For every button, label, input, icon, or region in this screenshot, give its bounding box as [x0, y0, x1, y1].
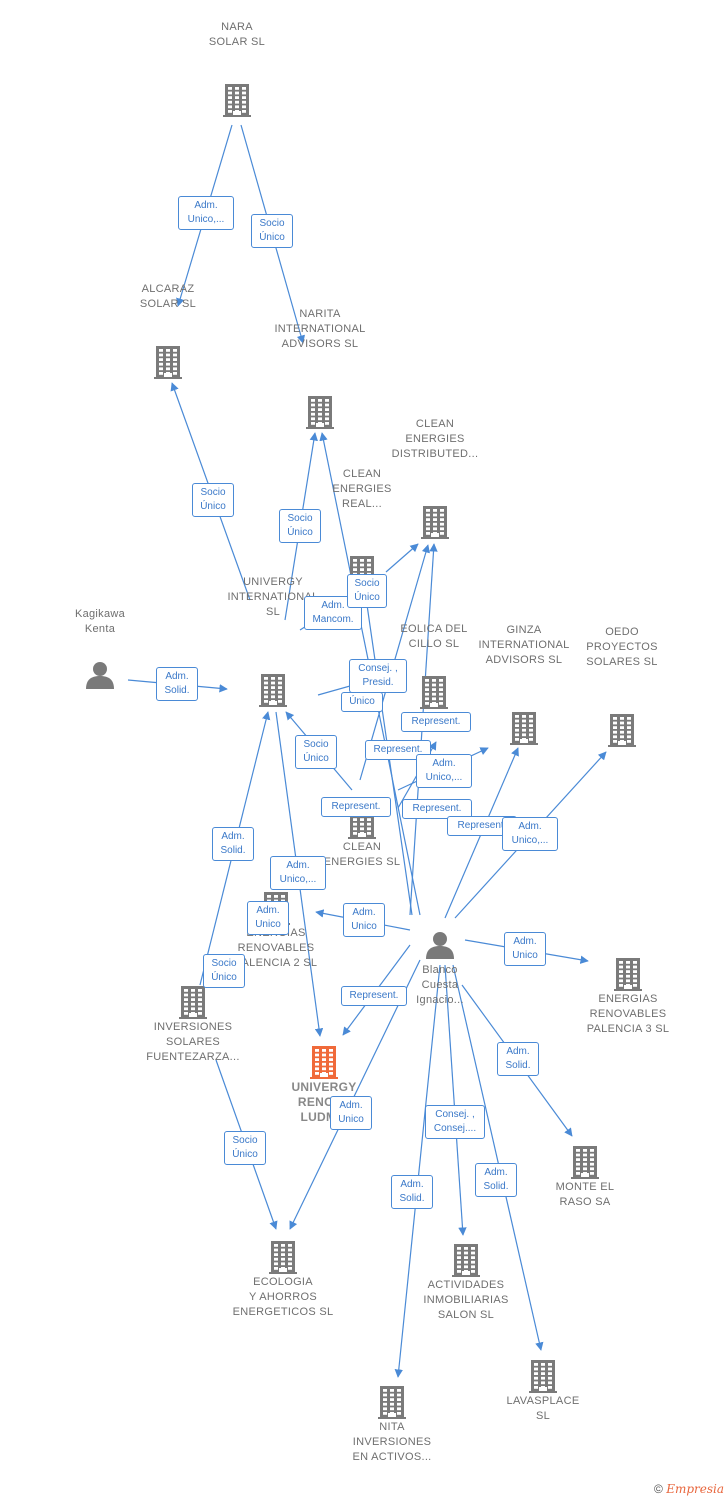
empresia-logo: Empresia [666, 1482, 724, 1496]
relation-label[interactable]: Socio Único [203, 954, 245, 988]
node-label: UNIVERGY INTERNATIONAL SL [227, 576, 319, 618]
node-energias-p3[interactable]: ENERGIAS RENOVABLES PALENCIA 3 SL [563, 992, 693, 1037]
building-icon[interactable] [258, 672, 288, 713]
node-label: ALCARAZ SOLAR SL [139, 283, 197, 310]
building-icon[interactable] [153, 344, 183, 385]
building-icon[interactable] [607, 712, 637, 753]
node-label: NARITA INTERNATIONAL ADVISORS SL [274, 308, 366, 350]
building-icon[interactable] [419, 674, 449, 715]
node-label: Blanco Cuesta Ignacio... [416, 964, 464, 1006]
node-label: LAVASPLACE SL [506, 1395, 580, 1422]
building-icon[interactable] [613, 956, 643, 997]
node-ginza[interactable]: GINZA INTERNATIONAL ADVISORS SL [459, 623, 589, 668]
relation-label[interactable]: Represent. [401, 712, 471, 732]
footer-brand[interactable]: © Empresia [654, 1482, 724, 1496]
relation-label[interactable]: Consej. , Consej.... [425, 1105, 485, 1139]
node-label: ENERGIAS RENOVABLES PALENCIA 3 SL [586, 993, 670, 1035]
node-label: CLEAN ENERGIES REAL... [332, 468, 392, 510]
building-icon[interactable] [570, 1144, 600, 1185]
building-icon[interactable] [451, 1242, 481, 1283]
relation-label[interactable]: Adm. Solid. [475, 1163, 517, 1197]
relation-label[interactable]: Único [341, 692, 383, 712]
relation-label[interactable]: Adm. Solid. [156, 667, 198, 701]
node-kagikawa[interactable]: Kagikawa Kenta [35, 607, 165, 637]
building-icon[interactable] [222, 82, 252, 123]
relation-label[interactable]: Socio Único [251, 214, 293, 248]
node-eolica[interactable]: EOLICA DEL CILLO SL [369, 622, 499, 652]
relation-label[interactable]: Adm. Unico,... [178, 196, 234, 230]
node-label: NARA SOLAR SL [208, 21, 266, 48]
relation-label[interactable]: Socio Único [295, 735, 337, 769]
relation-label[interactable]: Adm. Unico,... [416, 754, 472, 788]
building-icon[interactable] [377, 1384, 407, 1425]
relation-edge [385, 543, 419, 573]
relation-label[interactable]: Consej. , Presid. [349, 659, 407, 693]
node-actividades[interactable]: ACTIVIDADES INMOBILIARIAS SALON SL [401, 1278, 531, 1323]
node-narita[interactable]: NARITA INTERNATIONAL ADVISORS SL [255, 307, 385, 352]
building-icon[interactable] [528, 1358, 558, 1399]
relation-label[interactable]: Represent. [365, 740, 431, 760]
node-oedo[interactable]: OEDO PROYECTOS SOLARES SL [557, 625, 687, 670]
node-label: ECOLOGIA Y AHORROS ENERGETICOS SL [232, 1276, 334, 1318]
node-nita[interactable]: NITA INVERSIONES EN ACTIVOS... [327, 1420, 457, 1465]
relation-label[interactable]: Represent. [402, 799, 472, 819]
node-ecologia[interactable]: ECOLOGIA Y AHORROS ENERGETICOS SL [218, 1275, 348, 1320]
relation-label[interactable]: Represent. [447, 816, 517, 836]
relation-label[interactable]: Represent. [321, 797, 391, 817]
node-label: Kagikawa Kenta [74, 608, 126, 635]
relation-label[interactable]: Adm. Unico [247, 901, 289, 935]
relation-label[interactable]: Socio Único [347, 574, 387, 608]
node-clean-sl[interactable]: CLEAN ENERGIES SL [297, 840, 427, 870]
relation-label[interactable]: Adm. Unico [343, 903, 385, 937]
relation-label[interactable]: Adm. Unico,... [270, 856, 326, 890]
relation-label[interactable]: Socio Único [224, 1131, 266, 1165]
relation-label[interactable]: Adm. Unico [330, 1096, 372, 1130]
relation-label[interactable]: Adm. Unico [504, 932, 546, 966]
node-label: MONTE EL RASO SA [555, 1181, 615, 1208]
node-label: OEDO PROYECTOS SOLARES SL [586, 626, 658, 668]
node-label: EOLICA DEL CILLO SL [400, 623, 468, 650]
person-icon[interactable] [425, 930, 455, 965]
node-univergy-intl[interactable]: UNIVERGY INTERNATIONAL SL [208, 575, 338, 620]
node-label: NITA INVERSIONES EN ACTIVOS... [352, 1421, 432, 1463]
relation-label[interactable]: Socio Único [192, 483, 234, 517]
relation-label[interactable]: Adm. Solid. [212, 827, 254, 861]
building-icon[interactable] [420, 504, 450, 545]
relation-label[interactable]: Socio Único [279, 509, 321, 543]
node-monte[interactable]: MONTE EL RASO SA [520, 1180, 650, 1210]
node-clean-real[interactable]: CLEAN ENERGIES REAL... [297, 467, 427, 512]
building-icon[interactable] [305, 394, 335, 435]
relation-label[interactable]: Adm. Solid. [497, 1042, 539, 1076]
node-label: GINZA INTERNATIONAL ADVISORS SL [478, 624, 570, 666]
node-nara[interactable]: NARA SOLAR SL [172, 20, 302, 50]
relation-edge [444, 964, 467, 1236]
node-label: INVERSIONES SOLARES FUENTEZARZA... [146, 1021, 240, 1063]
copyright-symbol: © [654, 1482, 663, 1496]
building-icon[interactable] [309, 1044, 339, 1085]
node-label: CLEAN ENERGIES SL [323, 841, 401, 868]
node-alcaraz[interactable]: ALCARAZ SOLAR SL [103, 282, 233, 312]
relation-label[interactable]: Adm. Solid. [391, 1175, 433, 1209]
building-icon[interactable] [178, 984, 208, 1025]
node-lavasplace[interactable]: LAVASPLACE SL [478, 1394, 608, 1424]
building-icon[interactable] [268, 1239, 298, 1280]
node-label: CLEAN ENERGIES DISTRIBUTED... [391, 418, 479, 460]
relation-edge [394, 964, 441, 1378]
relation-label[interactable]: Adm. Unico,... [502, 817, 558, 851]
node-label: ACTIVIDADES INMOBILIARIAS SALON SL [423, 1279, 509, 1321]
relation-label[interactable]: Represent. [341, 986, 407, 1006]
relation-edge [452, 964, 544, 1351]
person-icon[interactable] [85, 660, 115, 695]
building-icon[interactable] [509, 710, 539, 751]
node-blanco[interactable]: Blanco Cuesta Ignacio... [375, 963, 505, 1008]
node-clean-distributed[interactable]: CLEAN ENERGIES DISTRIBUTED... [370, 417, 500, 462]
node-inversiones[interactable]: INVERSIONES SOLARES FUENTEZARZA... [128, 1020, 258, 1065]
